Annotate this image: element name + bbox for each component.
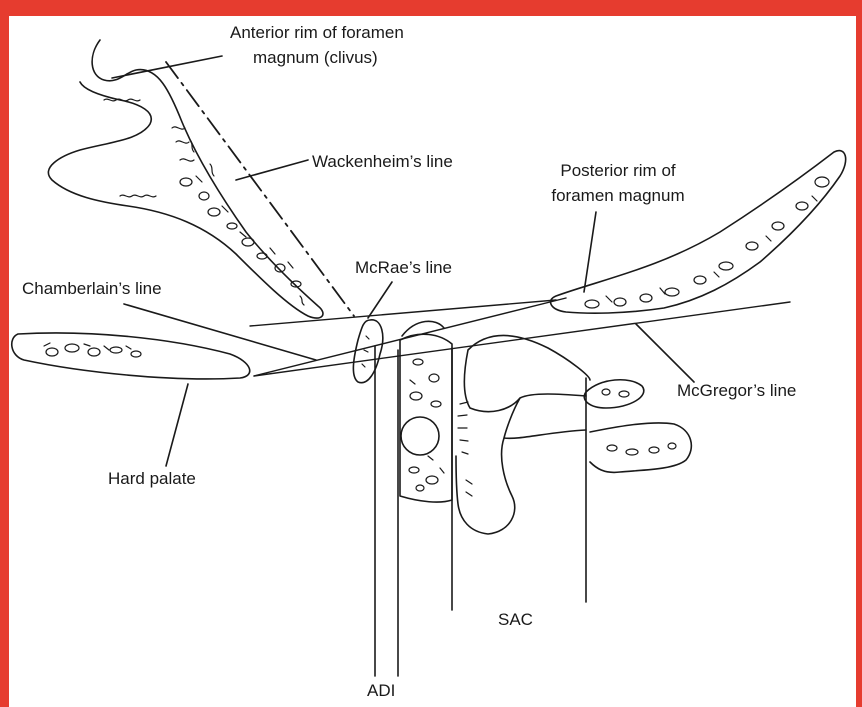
label-mcgregors-line: McGregor’s line (677, 381, 796, 401)
dens-texture (409, 359, 444, 491)
label-anterior-rim-line2: magnum (clivus) (253, 48, 378, 68)
label-posterior-rim-line1: Posterior rim of (528, 161, 708, 181)
mcraes-line (250, 300, 556, 326)
posterior-rim-leader (584, 212, 596, 292)
label-wackenheims-line: Wackenheim’s line (312, 152, 453, 172)
dens-circle (401, 417, 439, 455)
wackenheim-leader (236, 160, 308, 180)
label-chamberlains-line: Chamberlain’s line (22, 279, 162, 299)
anterior-rim-leader (112, 56, 222, 78)
label-anterior-rim-line1: Anterior rim of foramen (230, 23, 404, 43)
atlas-posterior-arch (584, 380, 644, 408)
mcgregor-leader (636, 324, 694, 382)
label-sac: SAC (498, 610, 533, 630)
atlas-anterior-arch (353, 320, 382, 383)
axis-texture (458, 402, 676, 496)
mcrae-leader (368, 282, 392, 318)
label-hard-palate: Hard palate (108, 469, 196, 489)
label-mcraes-line: McRae’s line (355, 258, 452, 278)
clivus-outline (48, 40, 323, 318)
axis-posterior-elements (456, 335, 691, 534)
hard-palate-texture (44, 343, 141, 357)
clivus-trabecular-texture (104, 99, 304, 305)
hard-palate-leader (166, 384, 188, 466)
atlas-arch-texture (362, 336, 369, 367)
label-posterior-rim-line2: foramen magnum (528, 186, 708, 206)
hard-palate-outline (12, 333, 250, 379)
posterior-arch-texture (602, 389, 629, 397)
label-adi: ADI (367, 681, 395, 701)
mcgregors-line (254, 302, 790, 376)
